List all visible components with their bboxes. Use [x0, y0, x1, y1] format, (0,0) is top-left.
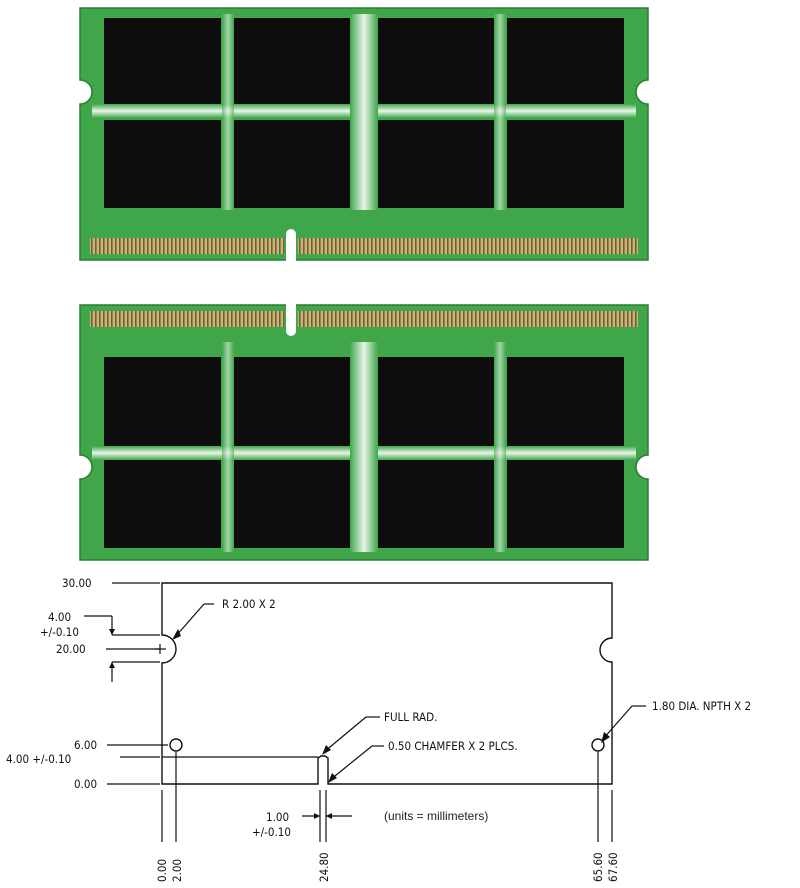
- dim-label-notch-center: 20.00: [56, 642, 86, 656]
- chip-grid: [104, 18, 624, 208]
- dim-label-bottom: 0.00: [74, 777, 97, 791]
- memory-chip: [234, 18, 350, 104]
- board-outline: [161, 582, 613, 785]
- dim-label-key: 24.80: [317, 852, 331, 882]
- arrowhead: [314, 813, 320, 819]
- arrowhead: [109, 629, 115, 635]
- arrowhead: [601, 732, 610, 743]
- dim-label-notch-tol: +/-0.10: [40, 625, 79, 639]
- arrowhead: [109, 662, 115, 668]
- dim-label-x0: 0.00: [155, 859, 169, 882]
- contact-pins-left: [90, 311, 284, 327]
- memory-chip: [378, 357, 494, 446]
- chip-grid: [104, 357, 624, 548]
- memory-chip: [507, 460, 624, 548]
- dim-label-hole-y: 6.00: [74, 738, 97, 752]
- vertical-trace-band: [350, 342, 378, 552]
- vertical-trace-band: [222, 14, 234, 210]
- arrowhead: [322, 745, 331, 755]
- mounting-hole-left: [169, 738, 183, 752]
- memory-chip: [104, 18, 221, 104]
- memory-module-front: [79, 7, 649, 262]
- dim-label-notch-height: 4.00: [48, 610, 71, 624]
- memory-chip: [234, 120, 350, 208]
- leader-holes: [602, 705, 633, 740]
- memory-chip: [378, 460, 494, 548]
- dim-label-top: 30.00: [62, 576, 92, 590]
- memory-chip: [234, 460, 350, 548]
- vertical-trace-band: [494, 14, 506, 210]
- memory-chip: [104, 120, 221, 208]
- dim-label-x1: 2.00: [170, 859, 184, 882]
- leader-full-rad: [323, 716, 367, 753]
- key-notch: [286, 229, 296, 262]
- vertical-trace-band: [494, 342, 506, 552]
- contact-pins-right: [298, 238, 638, 254]
- callout-full-rad: FULL RAD.: [384, 710, 437, 724]
- memory-chip: [507, 18, 624, 104]
- arrowhead: [172, 629, 181, 640]
- memory-chip: [507, 357, 624, 446]
- dim-label-x4: 67.60: [606, 852, 620, 882]
- memory-chip: [378, 18, 494, 104]
- leader-notch-radius: [175, 603, 205, 637]
- contact-pins-left: [90, 238, 284, 254]
- key-width-value: 1.00: [266, 810, 289, 824]
- memory-chip: [507, 120, 624, 208]
- memory-chip: [234, 357, 350, 446]
- arrowhead: [328, 773, 337, 783]
- callout-chamfer: 0.50 CHAMFER X 2 PLCS.: [388, 739, 518, 753]
- callout-holes: 1.80 DIA. NPTH X 2: [652, 699, 751, 713]
- key-notch: [286, 303, 296, 336]
- callout-notch-radius: R 2.00 X 2: [222, 597, 276, 611]
- memory-chip: [104, 357, 221, 446]
- units-note: (units = millimeters): [384, 809, 488, 823]
- vertical-trace-band: [222, 342, 234, 552]
- key-width-tol: +/-0.10: [252, 825, 291, 839]
- memory-chip: [378, 120, 494, 208]
- leader-chamfer: [329, 745, 373, 781]
- mechanical-drawing: 30.00 4.00 +/-0.10 20.00 6.00 4.00 +/-0.…: [6, 576, 751, 882]
- mounting-hole-right: [591, 738, 605, 752]
- memory-module-back: [79, 303, 649, 561]
- contact-pins-right: [298, 311, 638, 327]
- vertical-trace-band: [350, 14, 378, 210]
- memory-chip: [104, 460, 221, 548]
- dim-label-x3: 65.60: [591, 852, 605, 882]
- dim-label-key-depth: 4.00 +/-0.10: [6, 752, 71, 766]
- arrowhead: [326, 813, 332, 819]
